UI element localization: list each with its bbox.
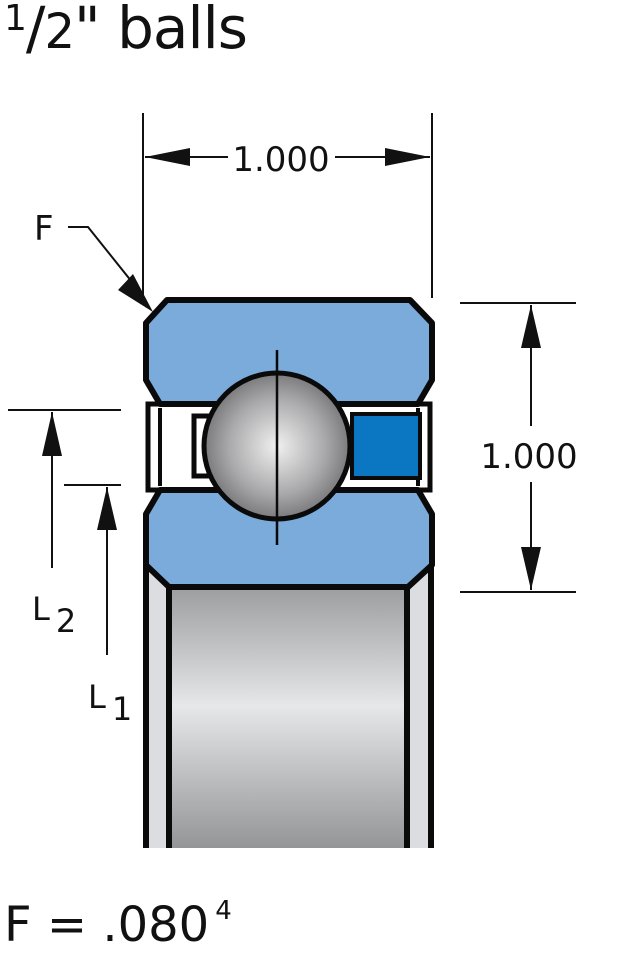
title-slash: /	[25, 0, 46, 62]
l2-arrow-up-icon	[42, 412, 62, 456]
chamfer-label: F	[34, 209, 54, 249]
title-denominator: 2	[44, 4, 75, 60]
separator-right	[350, 412, 422, 480]
width-arrow-right-icon	[385, 148, 430, 166]
outer-ring	[143, 297, 435, 407]
l1-label-sub: 1	[112, 690, 132, 728]
formula-text: F = .080	[4, 897, 210, 953]
page-title: 1/2" balls	[4, 0, 248, 62]
inner-ring	[143, 487, 435, 590]
bore-surface	[170, 590, 406, 848]
height-arrow-down-icon	[521, 547, 541, 590]
l1-arrow-up-icon	[97, 487, 117, 530]
l2-label-sub: 2	[56, 602, 76, 640]
side-face-left	[146, 565, 168, 848]
width-arrow-left-icon	[145, 148, 190, 166]
height-arrow-up-icon	[521, 305, 541, 348]
l1-label-main: L	[88, 678, 106, 716]
chamfer-leader-line	[68, 226, 141, 293]
formula-footnote: 4	[215, 896, 232, 926]
l2-label-main: L	[32, 590, 50, 628]
chamfer-arrow-icon	[118, 274, 153, 312]
height-dimension-label: 1.000	[480, 437, 577, 477]
width-dimension-label: 1.000	[232, 140, 329, 180]
title-rest: " balls	[74, 0, 248, 62]
title-numerator: 1	[4, 0, 27, 39]
side-face-right	[408, 565, 430, 848]
